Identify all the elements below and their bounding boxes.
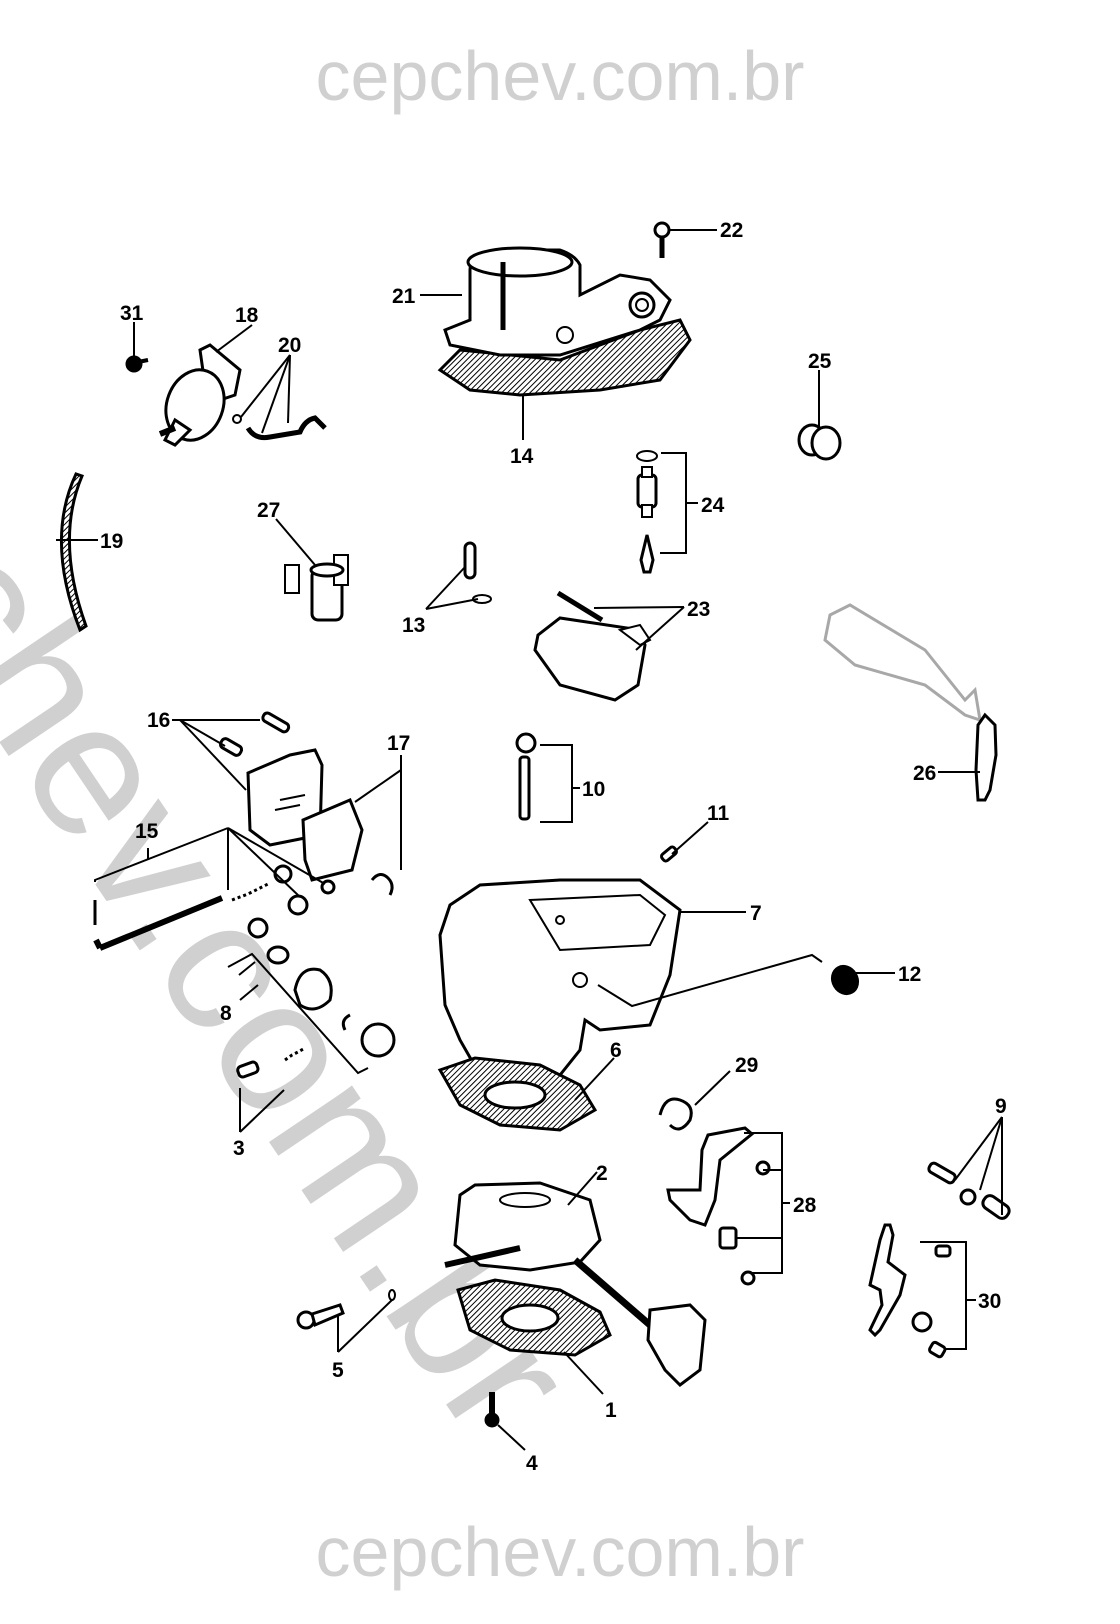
part-18-vacuum-pump xyxy=(158,343,242,447)
callout-25: 25 xyxy=(808,350,832,373)
callout-27: 27 xyxy=(257,499,280,522)
callout-13: 13 xyxy=(402,614,425,637)
callout-28: 28 xyxy=(793,1194,817,1217)
part-28-lever xyxy=(666,1126,771,1286)
callout-26: 26 xyxy=(913,762,936,785)
part-24-needle-seat xyxy=(636,450,658,574)
part-17-diaphragm xyxy=(301,798,394,896)
part-1-gasket xyxy=(456,1278,612,1357)
callout-5: 5 xyxy=(332,1359,344,1382)
part-9-screws xyxy=(927,1161,1011,1220)
part-6-gasket xyxy=(437,1056,598,1132)
callout-22: 22 xyxy=(720,219,743,242)
part-21-air-horn xyxy=(437,246,692,397)
callout-9: 9 xyxy=(995,1095,1007,1118)
part-31-screw xyxy=(125,355,149,373)
callout-6: 6 xyxy=(610,1039,622,1062)
watermark-bottom: cepchev.com.br xyxy=(315,1513,805,1591)
part-19-hose xyxy=(59,472,88,633)
part-27-bracket xyxy=(284,554,349,622)
callout-8: 8 xyxy=(220,1002,232,1025)
part-7-float-bowl-body xyxy=(438,878,682,1077)
watermark-top: cepchev.com.br xyxy=(315,37,805,115)
callout-20: 20 xyxy=(278,334,301,357)
part-4-screw xyxy=(484,1392,500,1428)
callout-18: 18 xyxy=(235,304,259,327)
leader-lines xyxy=(56,229,1003,1451)
callout-29: 29 xyxy=(735,1054,758,1077)
callout-14: 14 xyxy=(510,445,534,468)
part-25-plug xyxy=(797,423,842,461)
callout-16: 16 xyxy=(147,709,170,732)
callout-2: 2 xyxy=(596,1162,608,1185)
part-8-pump-parts xyxy=(247,917,396,1058)
part-12-solenoid xyxy=(830,964,860,996)
part-15-pump-rod xyxy=(93,864,336,951)
part-20-hose xyxy=(232,414,327,441)
callout-21: 21 xyxy=(392,285,416,308)
callout-11: 11 xyxy=(707,802,730,825)
callout-15: 15 xyxy=(135,820,159,843)
callout-17: 17 xyxy=(387,732,410,755)
part-2-throttle-body xyxy=(444,1181,707,1387)
part-11-screw xyxy=(660,845,678,863)
callout-1: 1 xyxy=(605,1399,617,1422)
part-26-linkage xyxy=(823,603,998,802)
part-13-jet xyxy=(463,541,492,604)
callout-7: 7 xyxy=(750,902,762,925)
part-29-spring xyxy=(658,1097,693,1131)
callout-4: 4 xyxy=(526,1452,538,1475)
callout-labels: 22 21 14 25 24 31 18 20 19 27 13 23 26 1… xyxy=(100,219,1007,1475)
callout-12: 12 xyxy=(898,963,921,986)
callout-23: 23 xyxy=(687,598,710,621)
callout-31: 31 xyxy=(120,302,144,325)
part-3-screw-spring xyxy=(236,1046,306,1079)
part-22-screw xyxy=(653,221,671,258)
part-30-lever xyxy=(868,1223,952,1359)
callout-30: 30 xyxy=(978,1290,1001,1313)
part-10-plunger xyxy=(515,732,537,821)
part-16-screws xyxy=(218,711,291,757)
part-5-screw xyxy=(296,1289,396,1330)
callout-3: 3 xyxy=(233,1137,245,1160)
callout-24: 24 xyxy=(701,494,725,517)
part-23-float xyxy=(533,590,652,702)
callout-19: 19 xyxy=(100,530,123,553)
callout-10: 10 xyxy=(582,778,605,801)
